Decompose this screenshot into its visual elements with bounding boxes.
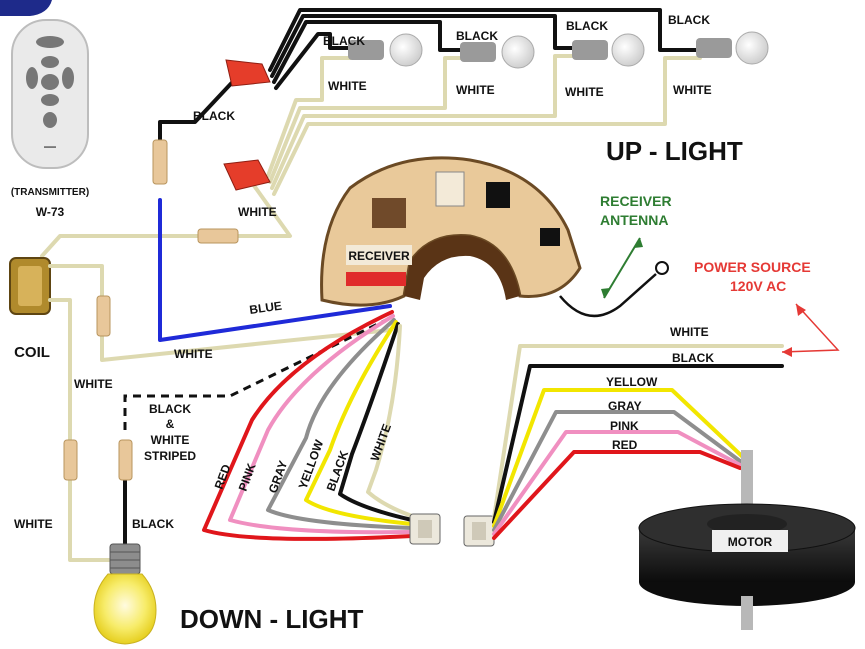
remote-left-button [26, 67, 38, 89]
power-label-2: 120V AC [730, 278, 786, 294]
motor-label: MOTOR [728, 535, 773, 549]
antenna-wire [559, 273, 657, 318]
receiver-vent [372, 198, 406, 228]
remote-center-button [41, 74, 59, 90]
label-white-power: WHITE [670, 325, 709, 339]
label-striped-4: STRIPED [144, 449, 196, 463]
label-gray-motor: GRAY [608, 399, 642, 413]
wire-nut-white [223, 159, 271, 191]
receiver-red-tag [346, 272, 406, 286]
remote-model: W-73 [36, 205, 65, 219]
wire-nut-black [225, 59, 271, 87]
up-light-bulb-3 [572, 33, 645, 67]
label-white-up-feed: WHITE [238, 205, 277, 219]
remote-light-button [43, 112, 57, 128]
label-black-3: BLACK [566, 19, 608, 33]
inline-connector [63, 439, 78, 481]
remote-transmitter: ▬▬ [11, 19, 89, 169]
label-white-coil-down: WHITE [74, 377, 113, 391]
striped-wire [123, 316, 391, 430]
receiver-sticker [435, 171, 465, 207]
remote-button [41, 56, 59, 68]
receiver-label-plate [346, 245, 412, 265]
down-light-title: DOWN - LIGHT [180, 604, 364, 634]
svg-text:▬▬: ▬▬ [44, 144, 56, 150]
coil-label: COIL [14, 344, 50, 361]
label-pink-motor: PINK [610, 419, 639, 433]
up-light-bulb-4 [696, 31, 769, 65]
label-white-2: WHITE [456, 83, 495, 97]
label-white-1: WHITE [328, 79, 367, 93]
label-striped-2: & [166, 417, 175, 431]
label-black-1: BLACK [323, 34, 365, 48]
coil [9, 257, 51, 315]
label-striped-1: BLACK [149, 402, 191, 416]
label-black-down: BLACK [132, 517, 174, 531]
up-light-title: UP - LIGHT [606, 136, 743, 166]
down-light-bulb [93, 543, 157, 645]
inline-connector [96, 295, 111, 337]
label-white-4: WHITE [673, 83, 712, 97]
up-light-white-wires [40, 54, 702, 258]
up-light-bulb-1 [348, 33, 423, 67]
remote-caption: (TRANSMITTER) [11, 187, 89, 198]
corner-tab [0, 0, 52, 16]
up-light-bulb-2 [460, 35, 535, 69]
label-red: RED [212, 462, 234, 491]
label-white-down: WHITE [14, 517, 53, 531]
label-black-2: BLACK [456, 29, 498, 43]
label-pink: PINK [236, 461, 259, 493]
power-label-1: POWER SOURCE [694, 259, 811, 275]
label-striped-3: WHITE [151, 433, 190, 447]
label-black-power: BLACK [672, 351, 714, 365]
receiver-label: RECEIVER [348, 249, 410, 263]
motor-wires [492, 344, 784, 540]
remote-right-button [62, 67, 74, 89]
motor [638, 450, 856, 630]
receiver-slot [486, 182, 510, 208]
power-arrow [781, 303, 840, 353]
up-light-black-wires [158, 8, 702, 172]
label-black-up-feed: BLACK [193, 109, 235, 123]
antenna-arrow [603, 237, 641, 299]
inline-connector [197, 228, 239, 244]
antenna-label-2: ANTENNA [600, 212, 668, 228]
antenna-label-1: RECEIVER [600, 193, 672, 209]
remote-button [41, 94, 59, 106]
antenna-ring [655, 261, 669, 275]
label-white-3: WHITE [565, 85, 604, 99]
inline-connector [152, 139, 168, 185]
receiver-slot [540, 228, 560, 246]
plug-connector-receiver [409, 513, 441, 545]
remote-top-button [36, 36, 64, 48]
receiver-output-wires [202, 310, 414, 541]
blue-wire [158, 198, 392, 342]
plug-connector-motor [463, 515, 495, 547]
inline-connector [118, 439, 133, 481]
label-white-coil: WHITE [174, 347, 213, 361]
label-white-receiver: WHITE [368, 422, 394, 463]
label-black-4: BLACK [668, 13, 710, 27]
coil-white-to-downlight [48, 298, 112, 562]
label-red-motor: RED [612, 438, 638, 452]
label-blue: BLUE [248, 299, 282, 317]
receiver-unit [320, 156, 582, 307]
label-yellow-motor: YELLOW [606, 375, 658, 389]
